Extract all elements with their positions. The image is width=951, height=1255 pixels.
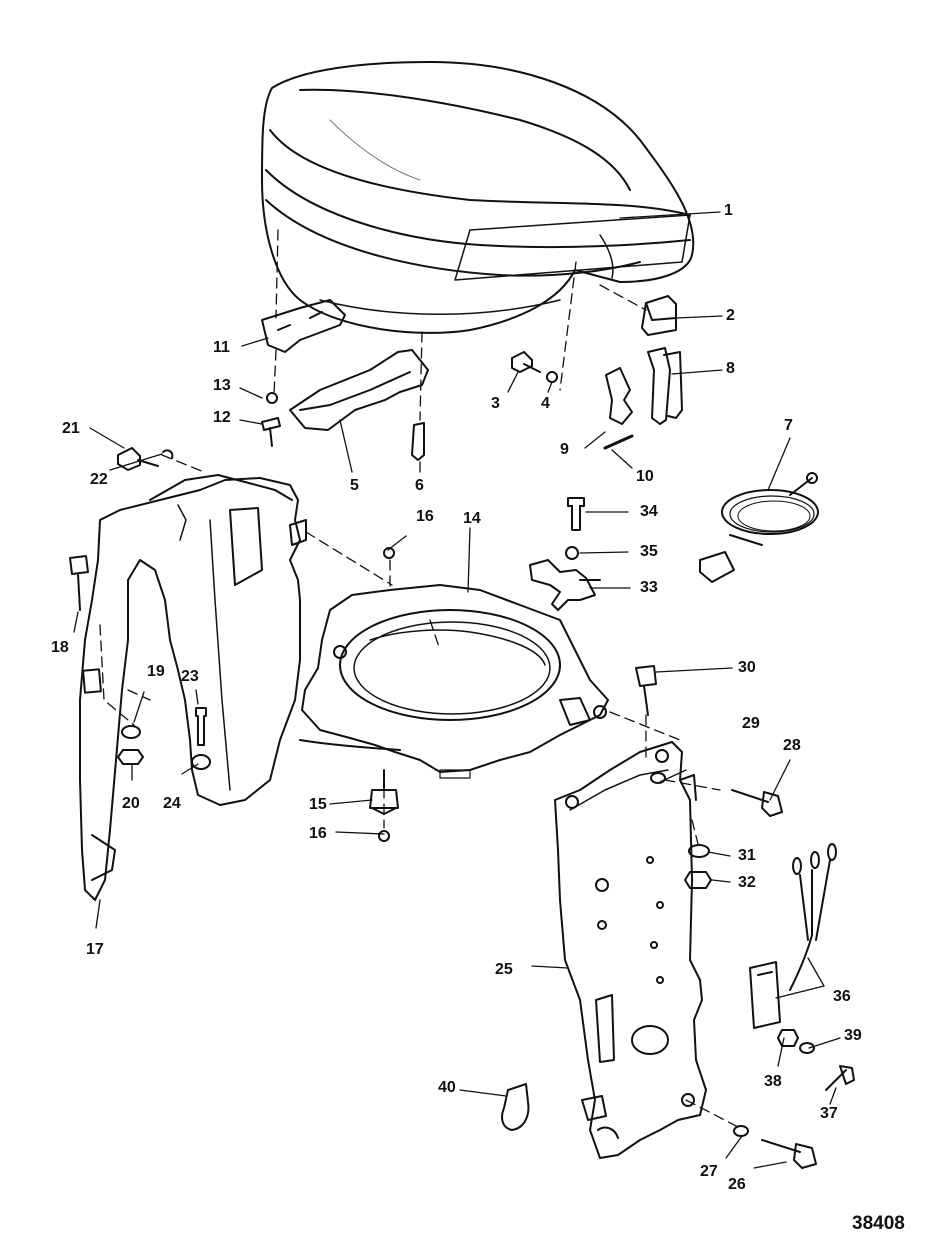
callout-13: 13 xyxy=(213,377,231,394)
callout-12: 12 xyxy=(213,409,231,426)
callout-38: 38 xyxy=(764,1073,782,1090)
callout-29: 29 xyxy=(742,715,760,732)
callout-31: 31 xyxy=(738,847,756,864)
bolts-right xyxy=(635,665,855,1169)
bracket-11 xyxy=(261,299,346,353)
screw-18 xyxy=(69,555,89,611)
callout-8: 8 xyxy=(726,360,735,377)
callout-17: 17 xyxy=(86,941,104,958)
callout-4: 4 xyxy=(541,395,550,412)
callout-15: 15 xyxy=(309,796,327,813)
callout-27: 27 xyxy=(700,1163,718,1180)
callout-14: 14 xyxy=(463,510,481,527)
callout-40: 40 xyxy=(438,1079,456,1096)
callout-37: 37 xyxy=(820,1105,838,1122)
callout-25: 25 xyxy=(495,961,513,978)
callout-28: 28 xyxy=(783,737,801,754)
leader-lines xyxy=(73,211,841,1169)
callout-7: 7 xyxy=(784,417,793,434)
callout-11: 11 xyxy=(213,339,230,356)
callout-18: 18 xyxy=(51,639,69,656)
figure-number: 38408 xyxy=(852,1213,905,1234)
callout-23: 23 xyxy=(181,668,199,685)
washers-right xyxy=(650,772,815,1137)
callout-36: 36 xyxy=(833,988,851,1005)
cable-coil xyxy=(699,472,819,583)
nuts-washers xyxy=(117,707,211,770)
callout-39: 39 xyxy=(844,1027,862,1044)
callout-30: 30 xyxy=(738,659,756,676)
callout-34: 34 xyxy=(640,503,658,520)
callout-5: 5 xyxy=(350,477,359,494)
callout-24: 24 xyxy=(163,795,181,812)
callout-9: 9 xyxy=(560,441,569,458)
callout-10: 10 xyxy=(636,468,654,485)
key-switch xyxy=(529,559,601,611)
latch-levers xyxy=(603,347,683,450)
fasteners xyxy=(117,351,585,842)
callout-20: 20 xyxy=(122,795,140,812)
adaptor-plate xyxy=(299,584,609,779)
cable-clip xyxy=(501,1083,530,1131)
callout-32: 32 xyxy=(738,874,756,891)
callout-3: 3 xyxy=(491,395,500,412)
callout-22: 22 xyxy=(90,471,108,488)
callout-33: 33 xyxy=(640,579,658,596)
callout-16-bottom: 16 xyxy=(309,825,327,842)
switch-with-wires xyxy=(749,843,837,1029)
cover-plate-5 xyxy=(289,349,429,431)
assembly-lines xyxy=(99,229,741,1129)
callout-21: 21 xyxy=(62,420,80,437)
latch-knob xyxy=(641,295,677,336)
top-cowl xyxy=(261,61,695,334)
callout-2: 2 xyxy=(726,307,735,324)
callout-16-top: 16 xyxy=(416,508,434,525)
main-bracket-right xyxy=(554,741,707,1159)
callout-6: 6 xyxy=(415,477,424,494)
callout-35: 35 xyxy=(640,543,658,560)
callout-26: 26 xyxy=(728,1176,746,1193)
callout-1: 1 xyxy=(724,202,733,219)
callout-19: 19 xyxy=(147,663,165,680)
side-bracket-left xyxy=(79,474,307,901)
